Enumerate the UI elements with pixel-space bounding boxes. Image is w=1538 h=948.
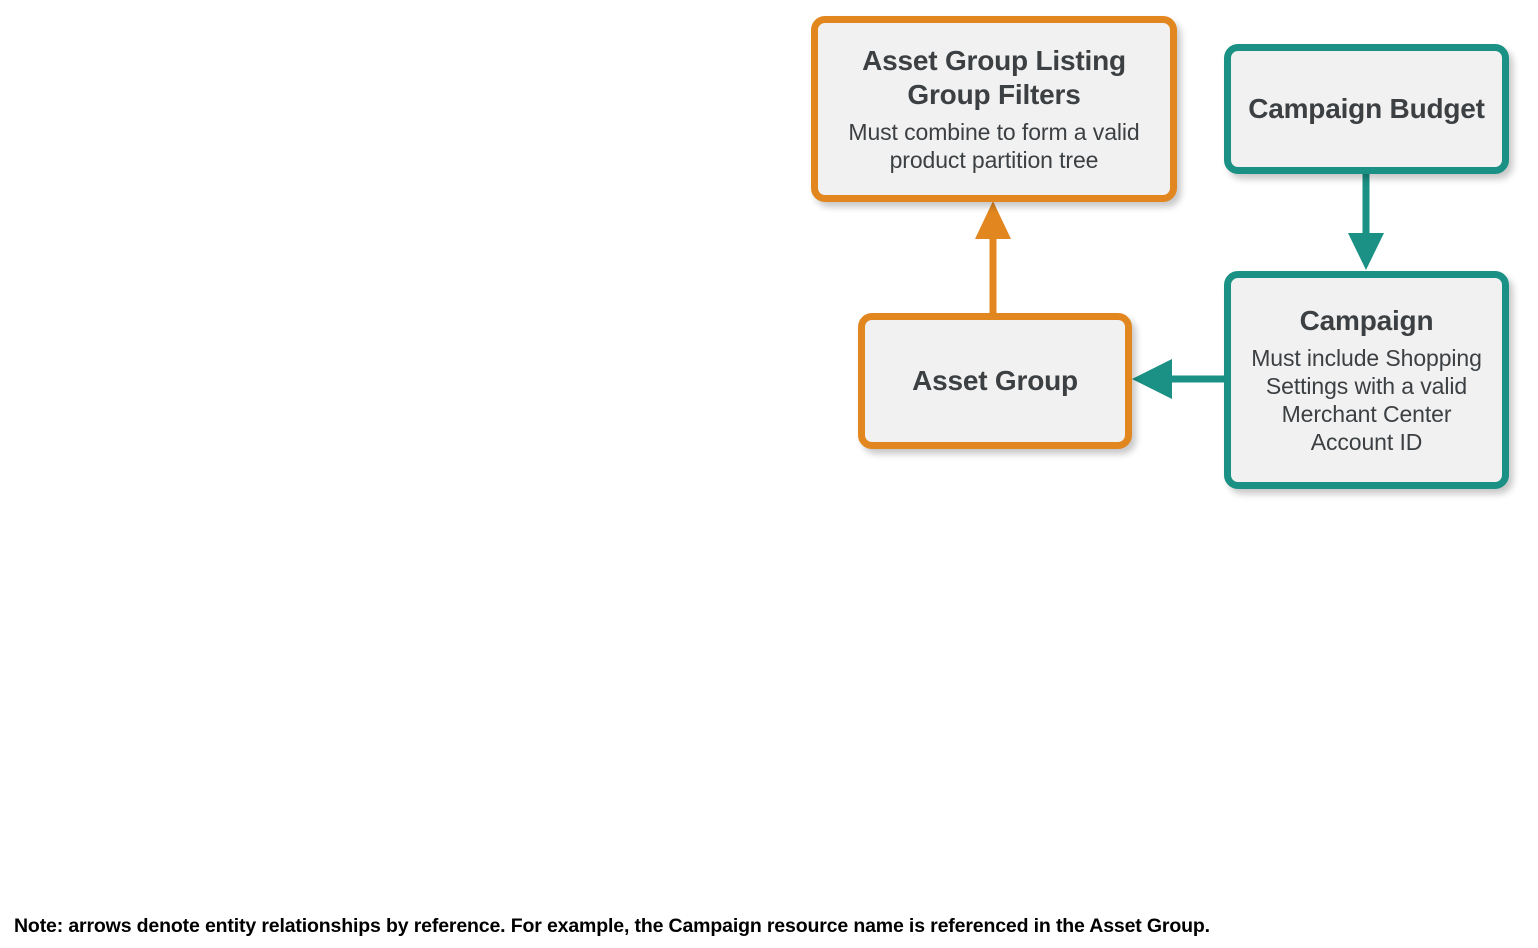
node-title: Asset Group [912, 365, 1078, 397]
diagram-note: Note: arrows denote entity relationships… [14, 915, 1210, 937]
node-campaign-budget[interactable]: Campaign Budget [1224, 44, 1509, 174]
arrowhead-down-teal [1348, 233, 1384, 270]
node-title: Campaign [1299, 305, 1434, 337]
node-description: Must combine to form a valid product par… [848, 118, 1140, 173]
node-asset-group[interactable]: Asset Group [858, 313, 1132, 449]
node-asset-group-listing-group-filters[interactable]: Asset Group Listing Group Filters Must c… [811, 16, 1177, 202]
edge-campaign-to-asset-group [1132, 359, 1224, 399]
node-title: Asset Group Listing Group Filters [862, 45, 1126, 110]
arrowhead-up-orange [975, 201, 1011, 239]
node-title: Campaign Budget [1248, 93, 1485, 125]
node-campaign[interactable]: Campaign Must include Shopping Settings … [1224, 271, 1509, 489]
edge-campaign-budget-to-campaign [1348, 174, 1384, 270]
arrowhead-left-teal [1132, 359, 1172, 399]
edge-asset-group-to-listing-group-filters [975, 201, 1011, 313]
node-description: Must include Shopping Settings with a va… [1251, 344, 1482, 455]
